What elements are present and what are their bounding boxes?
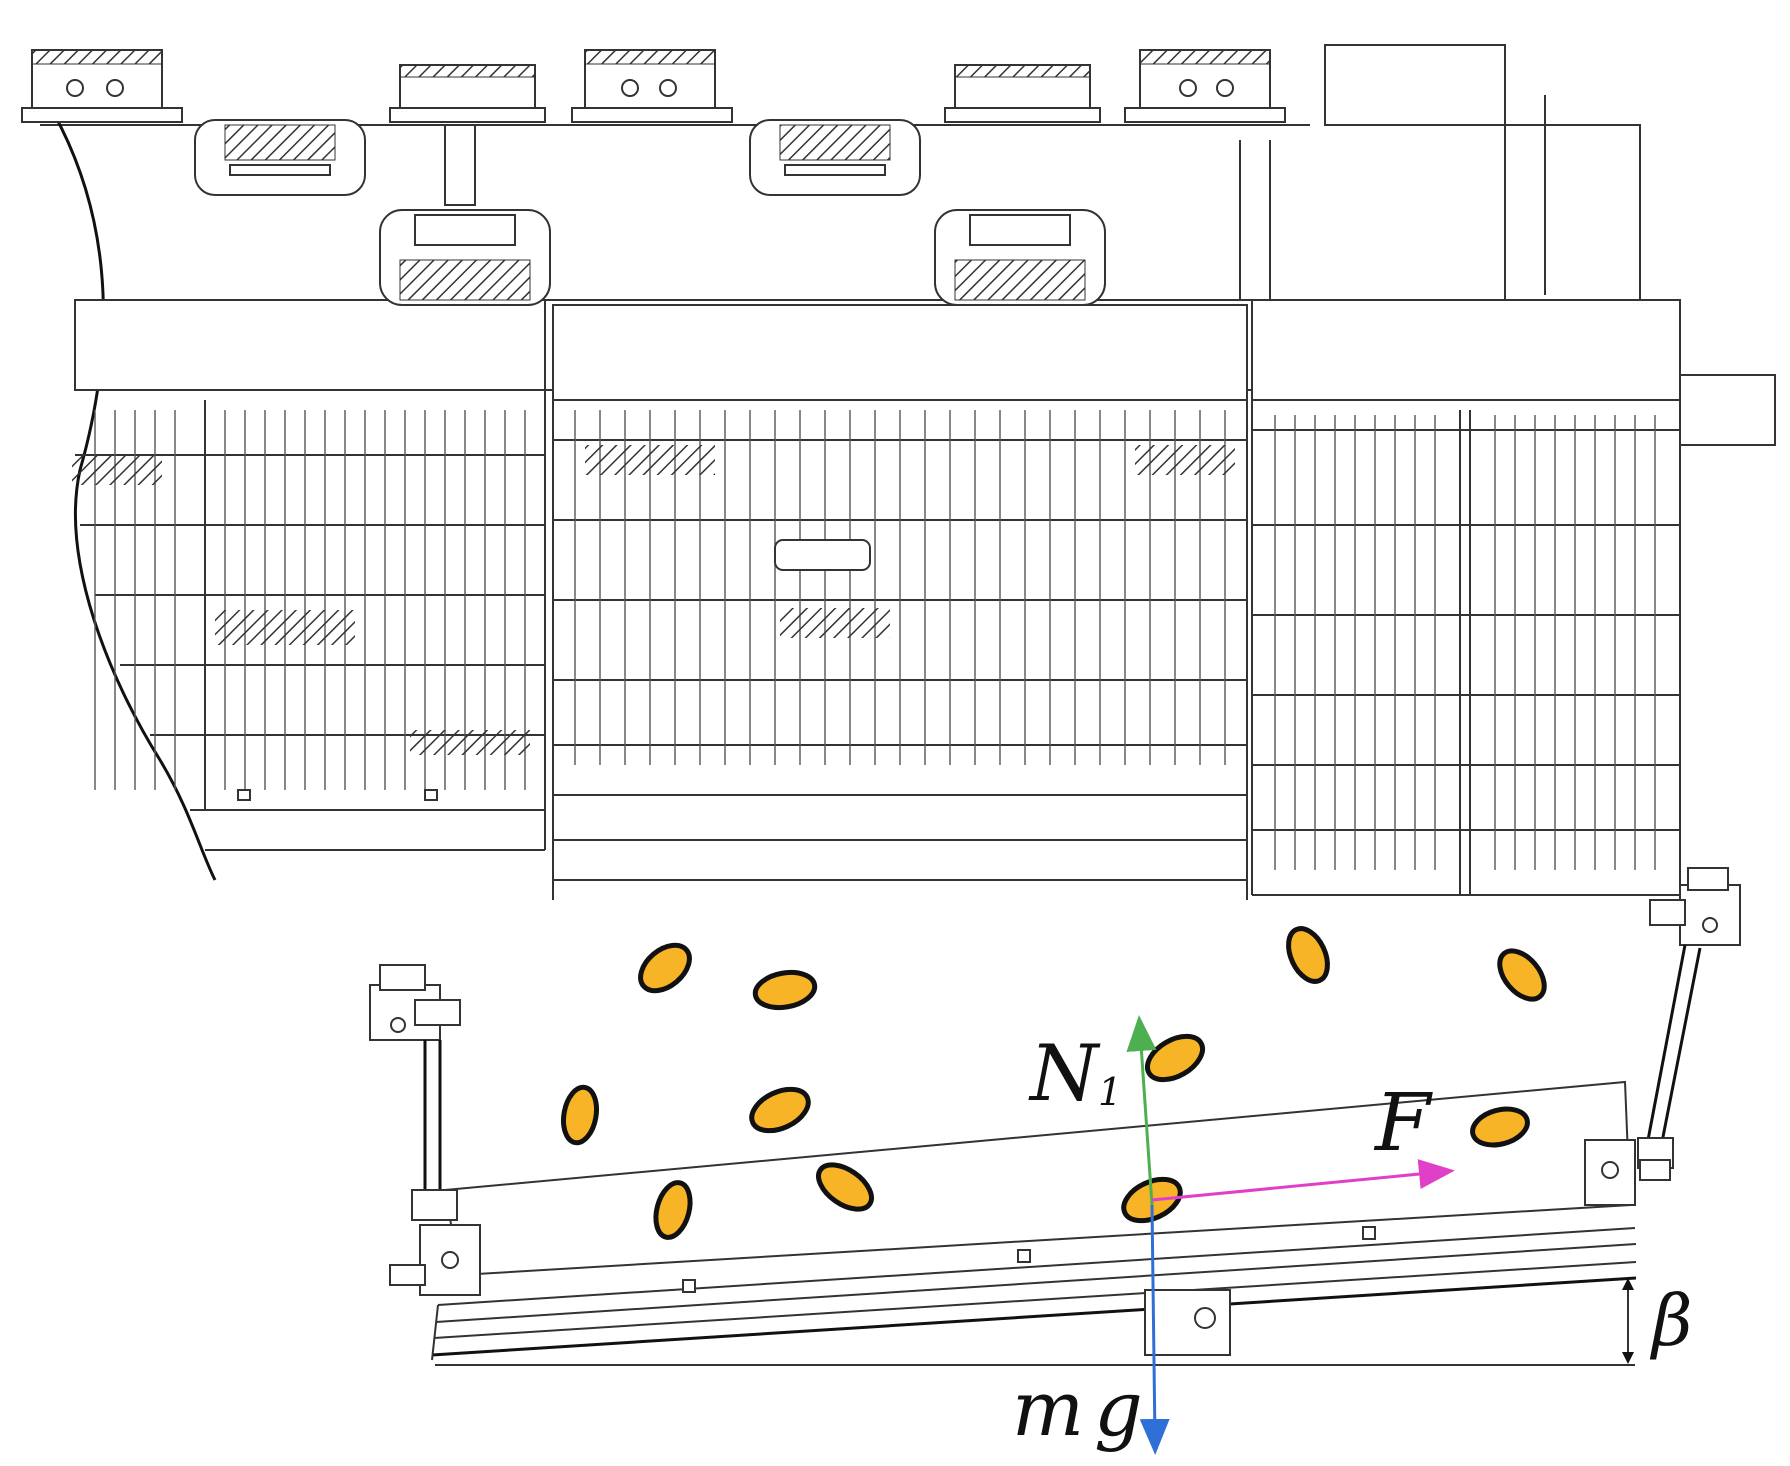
incline-angle-marker bbox=[1622, 1278, 1634, 1364]
grain-icon bbox=[1497, 948, 1547, 1002]
incline-angle-label: β bbox=[1649, 1280, 1692, 1362]
left-hanger-link bbox=[369, 964, 481, 1296]
normal-force-subscript: 1 bbox=[1098, 1070, 1122, 1114]
vibrating-sieve bbox=[369, 867, 1741, 1366]
normal-force-label: N bbox=[1028, 1029, 1101, 1119]
force-vectors bbox=[1126, 1015, 1455, 1455]
right-hanger-link bbox=[1584, 867, 1741, 1206]
applied-force-arrow-icon bbox=[1151, 1159, 1455, 1202]
concave-grid-left bbox=[72, 390, 546, 851]
grain-icon bbox=[1470, 1106, 1530, 1148]
threshing-housing bbox=[21, 44, 1776, 900]
concave-grid-right bbox=[1251, 400, 1681, 896]
gravity-label: mg bbox=[1012, 1364, 1153, 1453]
gravity-arrow-icon bbox=[1139, 1204, 1170, 1455]
grain-icon bbox=[749, 1086, 811, 1134]
center-bracket bbox=[1144, 1289, 1231, 1356]
grain-icon bbox=[653, 1180, 693, 1240]
top-gearbox-row bbox=[21, 49, 1286, 123]
applied-force-label: F bbox=[1373, 1076, 1433, 1169]
grain-icon bbox=[1145, 1033, 1205, 1083]
grain-particles bbox=[561, 926, 1547, 1240]
grain-icon bbox=[752, 969, 818, 1011]
grain-icon bbox=[1286, 926, 1330, 984]
grain-icon bbox=[561, 1084, 599, 1146]
normal-force-arrow-icon bbox=[1126, 1015, 1157, 1206]
concave-grid-middle bbox=[552, 400, 1248, 900]
grain-icon bbox=[638, 942, 692, 994]
hanging-gearbox-row bbox=[194, 119, 1106, 306]
grain-icon bbox=[816, 1162, 874, 1212]
